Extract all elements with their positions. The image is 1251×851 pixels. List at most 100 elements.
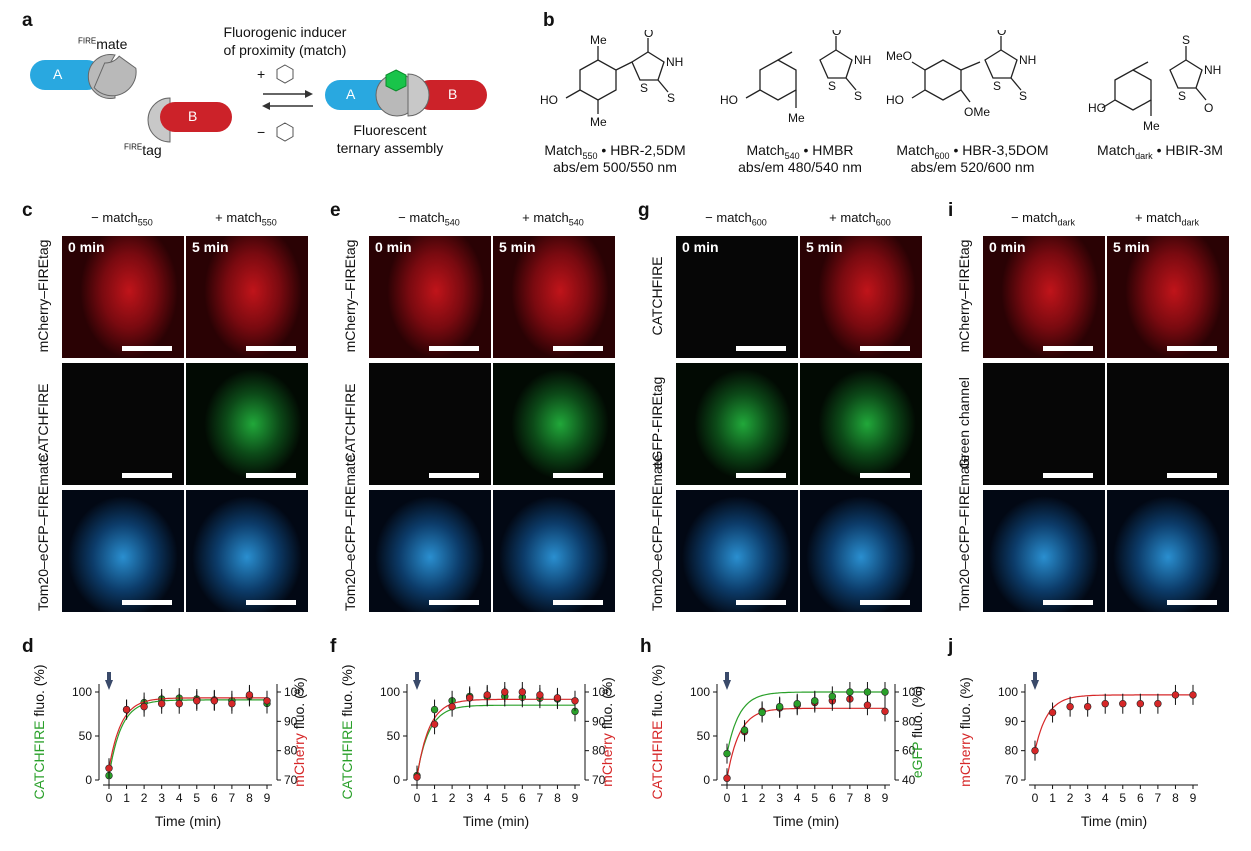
x-tick-label: 8 bbox=[554, 791, 561, 805]
time-label: 5 min bbox=[192, 239, 229, 255]
svg-text:O: O bbox=[832, 30, 841, 38]
block-b bbox=[160, 102, 232, 132]
block-b-text: B bbox=[188, 108, 198, 124]
x-tick-label: 3 bbox=[776, 791, 783, 805]
micrograph-g-r1-c0 bbox=[676, 363, 798, 485]
data-point-mCherry bbox=[175, 700, 183, 708]
data-point-mCherry bbox=[245, 691, 254, 699]
injection-arrow-stem bbox=[415, 672, 419, 681]
y-tick-label-right: 100 bbox=[592, 685, 612, 699]
scale-bar bbox=[1167, 346, 1217, 351]
micrograph-e-r0-c0: 0 min bbox=[369, 236, 491, 358]
scale-bar bbox=[860, 473, 910, 478]
scale-bar bbox=[1043, 346, 1093, 351]
x-axis-title: Time (min) bbox=[463, 813, 529, 829]
block-a-text: A bbox=[53, 66, 63, 82]
time-label: 5 min bbox=[1113, 239, 1150, 255]
row-label-g-0: CATCHFIRE bbox=[649, 256, 665, 336]
svg-text:O: O bbox=[644, 30, 653, 40]
data-point-eGFP bbox=[740, 726, 749, 734]
panel-label-e: e bbox=[330, 200, 341, 221]
x-tick-label: 6 bbox=[211, 791, 218, 805]
y-axis-title-left: CATCHFIRE fluo. (%) bbox=[649, 664, 665, 799]
y-tick-label: 100 bbox=[72, 685, 92, 699]
x-tick-label: 8 bbox=[246, 791, 253, 805]
y-tick-label: 80 bbox=[1005, 744, 1019, 758]
assembly-b-text: B bbox=[448, 86, 458, 102]
scale-bar bbox=[1167, 473, 1217, 478]
assembly-a-text: A bbox=[346, 86, 356, 102]
x-tick-label: 8 bbox=[864, 791, 871, 805]
scale-bar bbox=[429, 600, 479, 605]
x-tick-label: 0 bbox=[724, 791, 731, 805]
data-point-mCherry bbox=[553, 694, 562, 702]
panel-label-c: c bbox=[22, 200, 33, 221]
fit-curve-CATCHFIRE bbox=[108, 699, 267, 776]
data-point-CATCHFIRE bbox=[430, 705, 439, 714]
svg-text:S: S bbox=[1178, 89, 1186, 103]
micrograph-g-r0-c0: 0 min bbox=[676, 236, 798, 358]
data-point-eGFP bbox=[828, 692, 837, 701]
scale-bar bbox=[122, 346, 172, 351]
plus-sign: + bbox=[257, 66, 266, 82]
minus-sign: − bbox=[257, 124, 266, 140]
svg-text:S: S bbox=[1019, 89, 1027, 103]
data-point-mCherry bbox=[448, 702, 456, 711]
micrograph-e-r0-c1: 5 min bbox=[493, 236, 615, 358]
x-tick-label: 3 bbox=[1084, 791, 1091, 805]
minus-match-header-i: − matchdark bbox=[1010, 210, 1076, 228]
svg-text:S: S bbox=[828, 79, 836, 93]
row-label-i-2: Tom20–eCFP–FIREmate bbox=[956, 454, 972, 611]
micrograph-g-r2-c0 bbox=[676, 490, 798, 612]
x-tick-label: 9 bbox=[264, 791, 271, 805]
scale-bar bbox=[429, 346, 479, 351]
atom-me: Me bbox=[590, 33, 607, 47]
data-point-mCherry bbox=[105, 764, 113, 772]
micrograph-i-r0-c1: 5 min bbox=[1107, 236, 1229, 358]
micrograph-e-r1-c1 bbox=[493, 363, 615, 485]
fit-curve-mCherry bbox=[1034, 694, 1193, 751]
injection-arrow bbox=[105, 680, 113, 690]
y-tick-label: 50 bbox=[697, 729, 711, 743]
row-label-c-0: mCherry–FIREtag bbox=[35, 239, 51, 353]
data-point-mCherry bbox=[413, 773, 421, 781]
micrograph-i-r0-c0: 0 min bbox=[983, 236, 1105, 358]
svg-text:S: S bbox=[993, 79, 1001, 93]
x-tick-label: 0 bbox=[1032, 791, 1039, 805]
fit-curve-CATCHFIRE bbox=[416, 704, 575, 776]
data-point-mCherry bbox=[1083, 702, 1092, 711]
scale-bar bbox=[246, 346, 296, 351]
scale-bar bbox=[122, 473, 172, 478]
svg-text:Me: Me bbox=[1143, 119, 1160, 133]
x-tick-label: 2 bbox=[1067, 791, 1074, 805]
time-label: 5 min bbox=[806, 239, 843, 255]
compound-4-name: Matchdark • HBIR-3M bbox=[1097, 142, 1223, 161]
micrograph-g-r1-c1 bbox=[800, 363, 922, 485]
scale-bar bbox=[246, 600, 296, 605]
fit-curve-mCherry bbox=[416, 698, 575, 778]
micrograph-c-r0-c1: 5 min bbox=[186, 236, 308, 358]
svg-text:MeO: MeO bbox=[886, 49, 912, 63]
scale-bar bbox=[736, 346, 786, 351]
hexagon-minus bbox=[276, 122, 294, 142]
panel-label-a: a bbox=[22, 10, 33, 31]
assembly-line1: Fluorescent bbox=[353, 122, 427, 138]
y-axis-title-right: eGFP fluo. (%) bbox=[909, 686, 925, 778]
y-tick-label: 0 bbox=[85, 773, 92, 787]
svg-text:NH: NH bbox=[1204, 63, 1221, 77]
y-tick-label-right: 70 bbox=[592, 773, 606, 787]
injection-arrow bbox=[1031, 680, 1039, 690]
x-tick-label: 9 bbox=[1190, 791, 1197, 805]
plus-match-header-i: + matchdark bbox=[1134, 210, 1200, 228]
micrograph-e-r2-c0 bbox=[369, 490, 491, 612]
data-point-mCherry bbox=[430, 720, 439, 728]
micrograph-e-r1-c0 bbox=[369, 363, 491, 485]
injection-arrow bbox=[723, 680, 731, 690]
data-point-mCherry bbox=[1066, 702, 1074, 711]
data-point-mCherry bbox=[1101, 700, 1109, 708]
micrograph-g-r0-c1: 5 min bbox=[800, 236, 922, 358]
panel-label-b: b bbox=[543, 10, 555, 31]
micrograph-c-r0-c0: 0 min bbox=[62, 236, 184, 358]
x-tick-label: 7 bbox=[1155, 791, 1162, 805]
